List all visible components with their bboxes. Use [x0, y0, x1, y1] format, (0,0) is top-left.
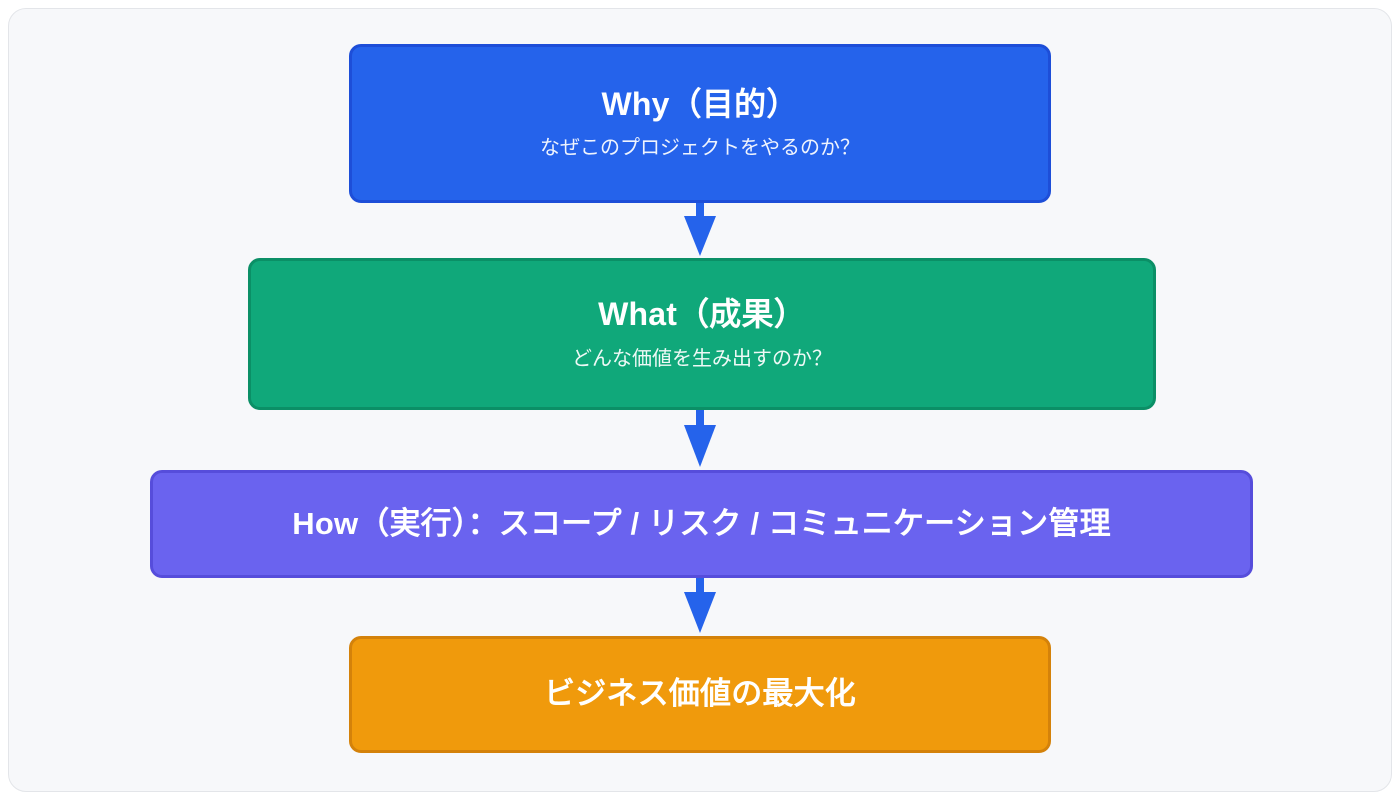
node-what-subtitle: どんな価値を生み出すのか？ — [572, 347, 832, 370]
node-why[interactable]: Why（目的） なぜこのプロジェクトをやるのか？ — [349, 44, 1051, 203]
node-why-title: Why（目的） — [601, 85, 799, 122]
node-what[interactable]: What（成果） どんな価値を生み出すのか？ — [248, 258, 1156, 410]
arrow-why-to-what — [684, 203, 716, 256]
node-how-title: How（実行）：スコープ / リスク / コミュニケーション管理 — [292, 505, 1111, 541]
node-what-title: What（成果） — [598, 296, 806, 333]
arrow-what-to-how — [684, 410, 716, 467]
node-business-value-title: ビジネス価値の最大化 — [544, 676, 856, 712]
node-how[interactable]: How（実行）：スコープ / リスク / コミュニケーション管理 — [150, 470, 1253, 578]
arrow-how-to-value — [684, 578, 716, 633]
node-business-value[interactable]: ビジネス価値の最大化 — [349, 636, 1051, 753]
node-why-subtitle: なぜこのプロジェクトをやるのか？ — [540, 137, 860, 160]
